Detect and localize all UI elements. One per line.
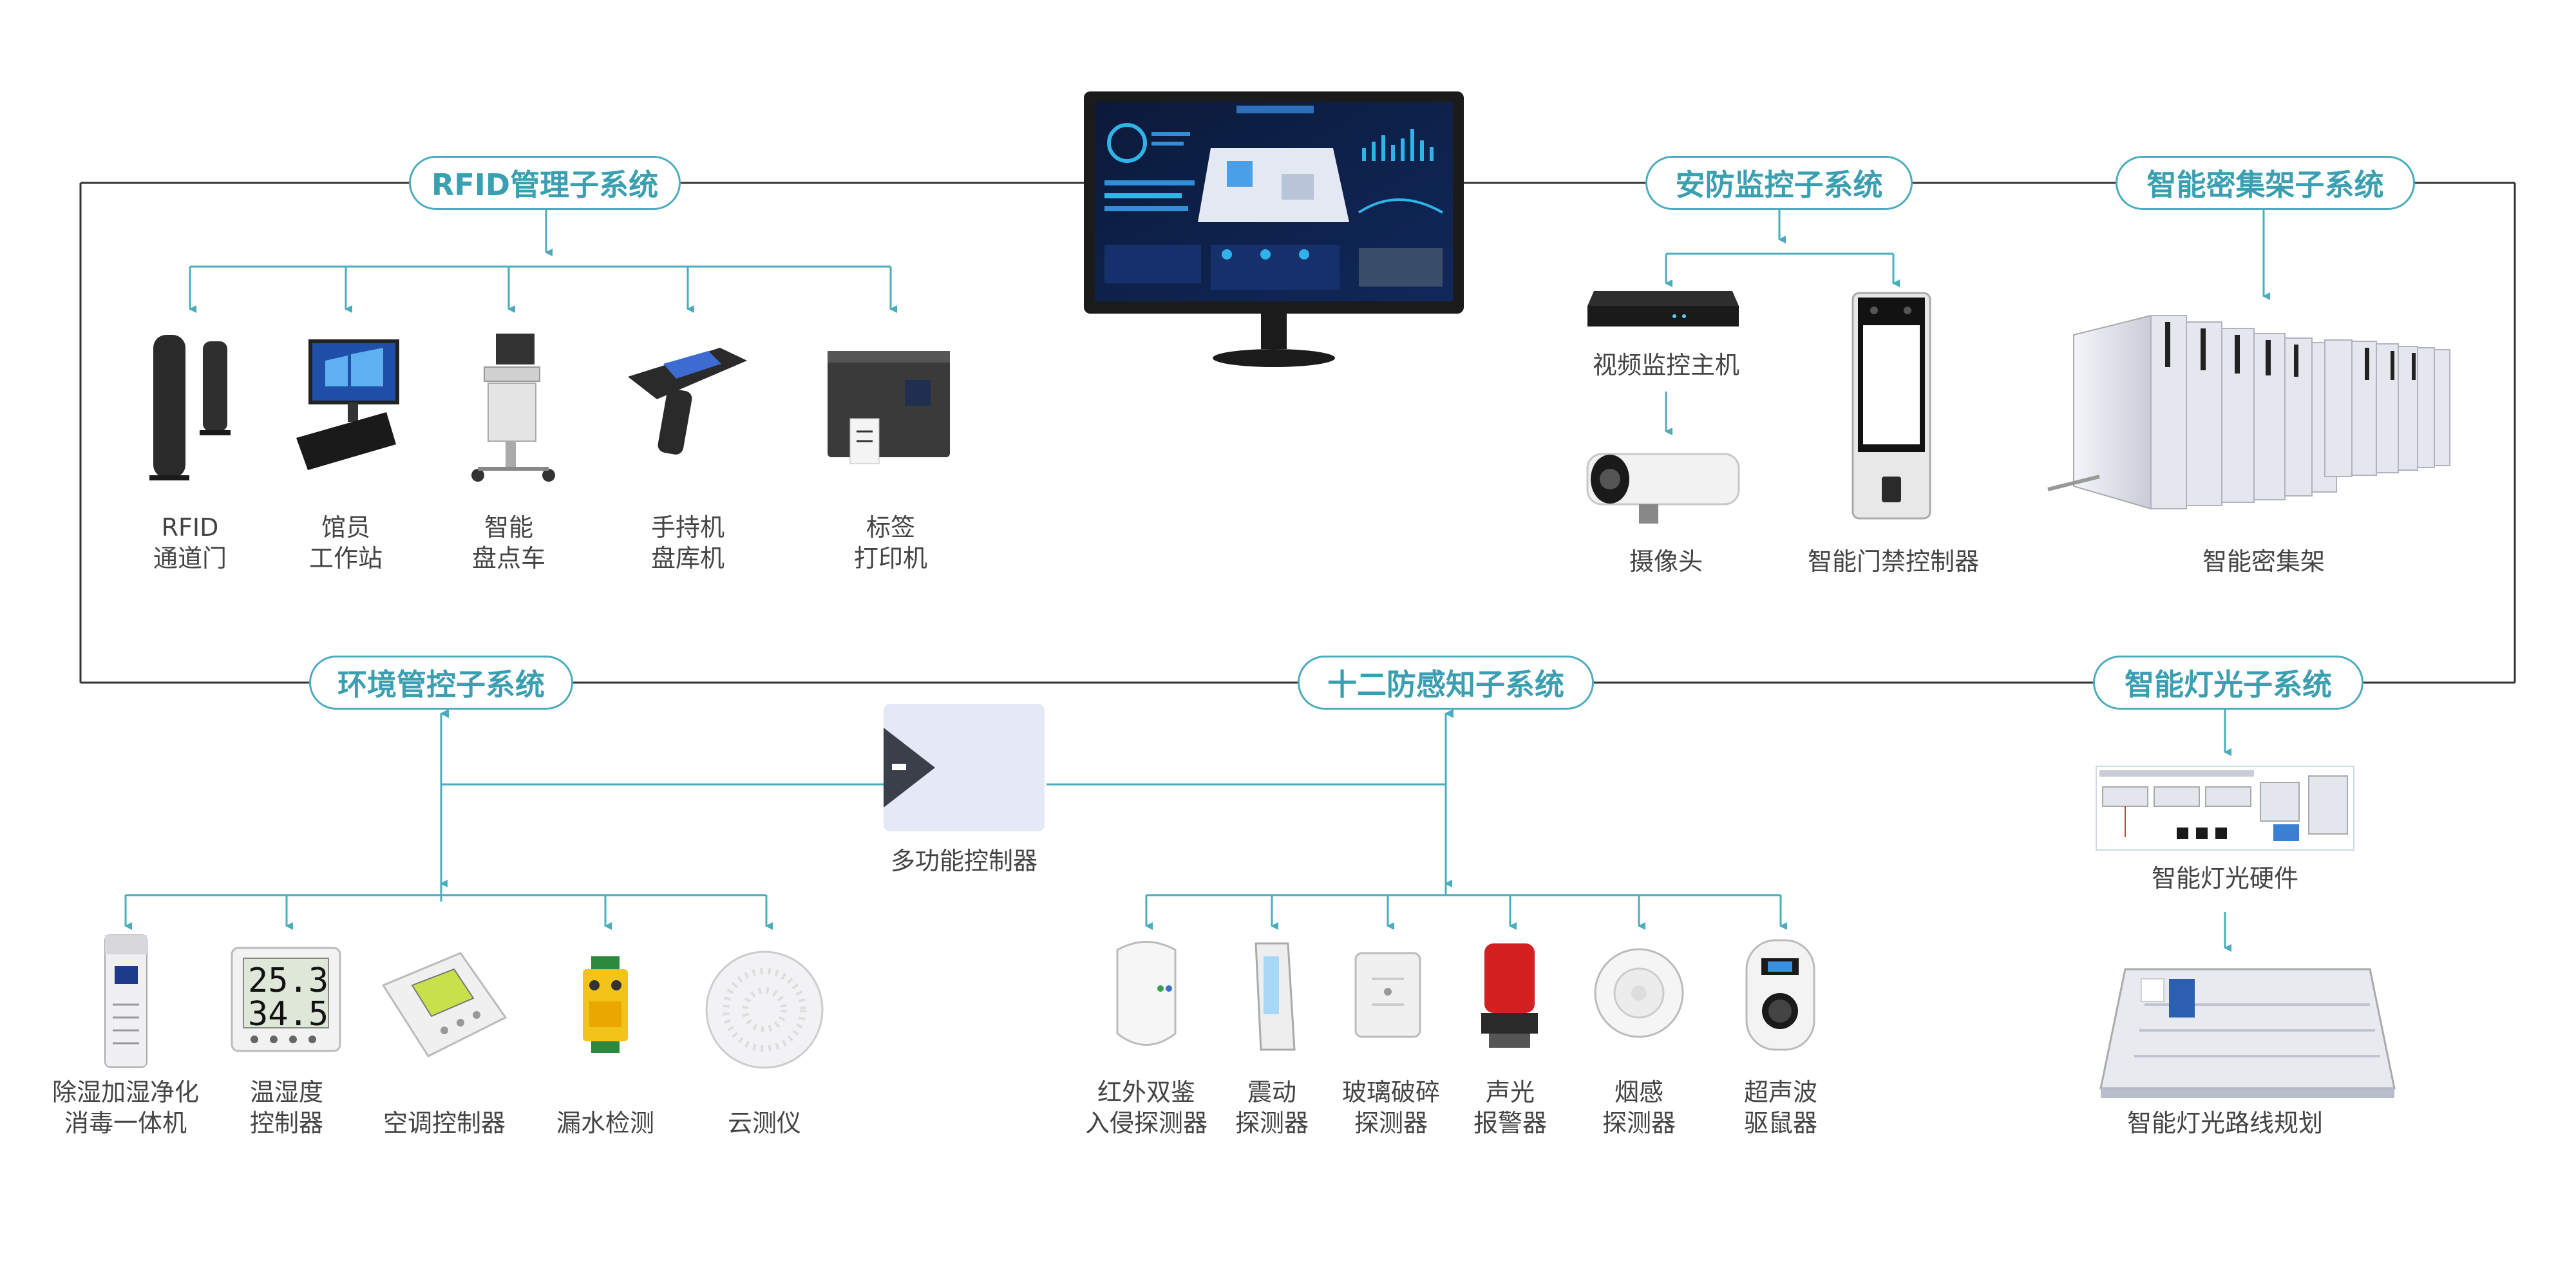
env-device-label: 除湿加湿净化消毒一体机 [52,1078,199,1137]
security-subsystem-pill: 安防监控子系统 [1645,156,1913,210]
rfid-device-label: 馆员工作站 [308,513,383,572]
controller-label: 多功能控制器 [890,847,1037,875]
rfid-device-label: 智能盘点车 [471,513,545,572]
humidity-readout: 34.5 [248,995,328,1034]
twelve-device-label: 红外双鉴入侵探测器 [1084,1078,1208,1137]
access-controller-icon [1852,292,1931,520]
smoke-detector-icon [1594,948,1684,1038]
rfid-device-label: 手持机盘库机 [650,513,724,572]
env-device-label: 漏水检测 [556,1109,654,1137]
env-device-label: 云测仪 [727,1109,801,1137]
twelve-tree-lines [1046,709,1787,930]
shelf-subsystem-pill: 智能密集架子系统 [2116,156,2415,210]
twelve-device-label: 烟感探测器 [1602,1078,1676,1137]
lighting-hardware-icon [2096,766,2354,851]
lighting-hardware-label: 智能灯光硬件 [2151,864,2298,893]
rfid-device-label: 标签打印机 [853,513,927,572]
pir-detector-icon [1116,941,1177,1046]
bullet-camera-icon [1586,453,1740,524]
glass-break-icon [1354,952,1421,1038]
ac-controller-icon [381,952,507,1057]
workstation-icon [296,339,399,470]
lighting-routing-label: 智能灯光路线规划 [2126,1109,2323,1137]
rfid-gate-icon [149,335,231,480]
env-tree-lines [124,709,886,930]
shelf-label: 智能密集架 [2202,547,2325,576]
handheld-scanner-icon [628,348,747,455]
alarm-light-icon [1481,943,1538,1048]
nvr-label: 视频监控主机 [1592,351,1739,379]
twelve-subsystem-pill: 十二防感知子系统 [1298,656,1594,710]
leak-detector-icon [583,956,628,1053]
label-printer-icon [828,351,950,464]
camera-label: 摄像头 [1629,547,1703,576]
purifier-icon [104,934,147,1068]
temp-readout: 25.3 [248,961,328,1000]
thermo-hygrometer-icon: 25.3 34.5 [231,947,341,1052]
rodent-repeller-icon [1745,939,1815,1051]
env-device-label: 温湿度控制器 [249,1078,323,1137]
inventory-cart-icon [471,334,555,482]
controller-box-icon [884,704,1045,831]
light-subsystem-pill: 智能灯光子系统 [2093,656,2363,710]
nvr-icon [1587,291,1739,326]
monitor-dashboard-icon [1084,91,1464,367]
floor-plan-icon [2099,968,2396,1098]
twelve-device-label: 震动探测器 [1235,1078,1309,1137]
twelve-device-label: 声光报警器 [1473,1078,1547,1137]
env-subsystem-pill: 环境管控子系统 [309,656,573,710]
security-tree-lines [1665,210,1900,435]
cloud-sensor-icon [705,951,824,1069]
vibration-detector-icon [1255,942,1296,1051]
rfid-tree-lines [189,210,897,313]
env-device-label: 空调控制器 [383,1109,506,1137]
access-controller-label: 智能门禁控制器 [1807,547,1979,576]
twelve-device-label: 超声波驱鼠器 [1743,1078,1817,1137]
main-frame [79,182,2516,684]
mobile-shelf-icon [2047,314,2450,510]
twelve-device-label: 玻璃破碎探测器 [1341,1078,1440,1137]
rfid-subsystem-pill: RFID管理子系统 [409,156,681,210]
